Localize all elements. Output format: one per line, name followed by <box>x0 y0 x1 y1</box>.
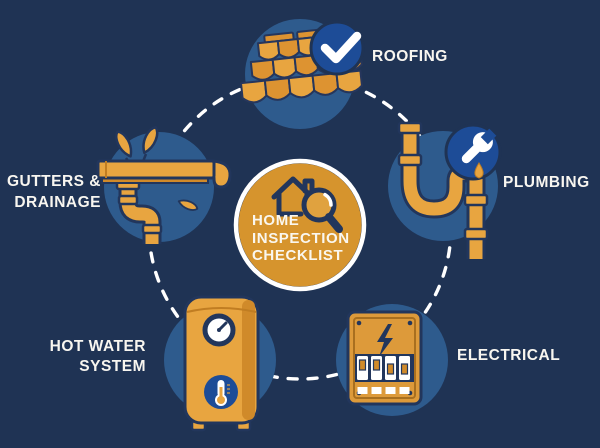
center-badge-text: HOME INSPECTION CHECKLIST <box>252 212 350 265</box>
checkmark-icon <box>309 20 365 76</box>
roofing-icon <box>240 19 365 129</box>
gutters-label-line1: GUTTERS & <box>6 173 101 190</box>
hot-water-icon <box>164 295 276 432</box>
center-badge <box>233 158 367 292</box>
center-badge-line3: CHECKLIST <box>252 247 344 264</box>
gutters-icon <box>96 123 232 244</box>
gutters-label-line2: DRAINAGE <box>14 194 101 211</box>
gauge-icon <box>202 313 236 347</box>
wrench-drop-icon <box>444 123 502 181</box>
water-heater <box>183 295 260 432</box>
breaker-panel <box>346 310 423 406</box>
plumbing-icon <box>388 121 502 259</box>
center-badge-line2: INSPECTION <box>252 229 350 247</box>
gutter-trough <box>96 159 232 189</box>
downspout <box>115 176 163 244</box>
roofing-label: ROOFING <box>372 48 448 65</box>
electrical-label: ELECTRICAL <box>457 347 561 364</box>
house-magnifier-icon <box>271 176 343 233</box>
hot-water-label-line1: HOT WATER <box>49 338 146 355</box>
breaker-switches <box>357 356 410 380</box>
center-badge-line1: HOME <box>252 212 300 229</box>
electrical-icon <box>336 304 448 416</box>
hot-water-label-line2: SYSTEM <box>79 358 146 375</box>
hot-water-label: HOT WATER SYSTEM <box>50 337 146 377</box>
thermometer-icon <box>204 375 238 409</box>
gutters-label: GUTTERS & DRAINAGE <box>7 171 101 213</box>
panel-slots <box>357 387 410 394</box>
lightning-icon <box>377 324 393 357</box>
water-drop <box>474 162 484 179</box>
plumbing-label: PLUMBING <box>503 174 590 191</box>
